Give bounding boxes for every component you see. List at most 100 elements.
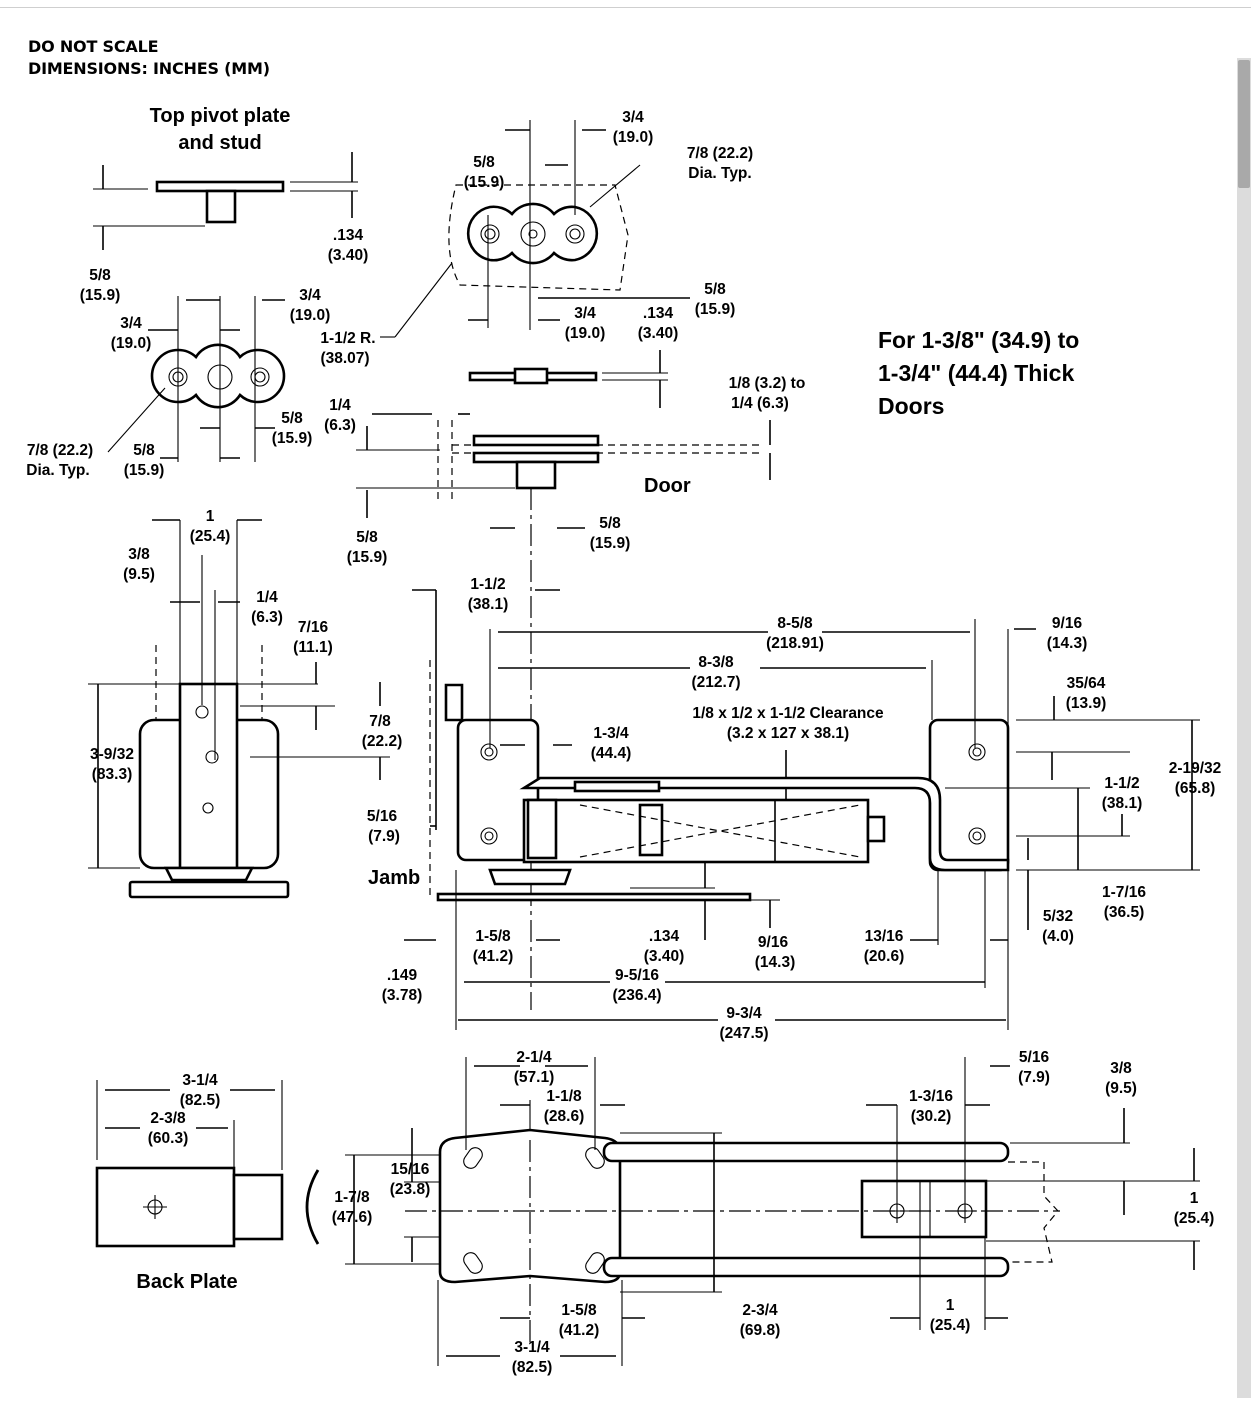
dim-label: (19.0) bbox=[290, 307, 331, 324]
dim-label: 1-3/4 bbox=[593, 725, 629, 742]
dim-label: (65.8) bbox=[1175, 780, 1216, 797]
scrollbar-track[interactable] bbox=[1237, 58, 1251, 1398]
top-rule bbox=[0, 7, 1251, 8]
dim-label: (44.4) bbox=[591, 745, 632, 762]
jamb-pivot-plate bbox=[178, 682, 239, 870]
dim-label: (3.40) bbox=[644, 948, 685, 965]
dim-label: Dia. Typ. bbox=[688, 165, 751, 182]
dim-label: 1-5/8 bbox=[475, 928, 511, 945]
dim-label: (15.9) bbox=[272, 430, 313, 447]
dim-label: Dia. Typ. bbox=[26, 462, 89, 479]
dim-label: .134 bbox=[649, 928, 680, 945]
dim-label: (15.9) bbox=[80, 287, 121, 304]
dim-label: 1-7/16 bbox=[1102, 884, 1146, 901]
dim-label: 3/4 bbox=[574, 305, 596, 322]
dim-label: 9-3/4 bbox=[726, 1005, 762, 1022]
center-pivot-side-view bbox=[468, 350, 668, 408]
dim-label: 35/64 bbox=[1067, 675, 1106, 692]
dim-label: (3.40) bbox=[638, 325, 679, 342]
dim-label: (247.5) bbox=[719, 1025, 768, 1042]
dim-label: (15.9) bbox=[590, 535, 631, 552]
dim-label: (9.5) bbox=[1105, 1080, 1137, 1097]
dim-label: (3.78) bbox=[382, 987, 423, 1004]
header-do-not-scale: DO NOT SCALE bbox=[28, 37, 159, 56]
dim-label: (25.4) bbox=[190, 528, 231, 545]
jamb-pivot-front-view bbox=[88, 519, 390, 899]
dim-label: 1-5/8 bbox=[561, 1302, 597, 1319]
dim-label: 1/4 bbox=[256, 589, 278, 606]
dim-label: 5/8 bbox=[704, 281, 726, 298]
dim-label: (82.5) bbox=[512, 1359, 553, 1376]
dim-label: (38.1) bbox=[1102, 795, 1143, 812]
title-top-pivot-1: Top pivot plate bbox=[150, 105, 291, 127]
arm-slider bbox=[638, 803, 664, 857]
door-pivot-side-view bbox=[356, 413, 771, 529]
dim-label: (60.3) bbox=[148, 1130, 189, 1147]
pivot-plate-side bbox=[155, 180, 285, 193]
dim-label: (4.0) bbox=[1042, 928, 1074, 945]
title-door: Door bbox=[644, 475, 691, 497]
dim-label: 2-1/4 bbox=[516, 1049, 552, 1066]
dim-label: 3/8 bbox=[1110, 1060, 1132, 1077]
dim-label: (15.9) bbox=[464, 174, 505, 191]
dim-label: (15.9) bbox=[695, 301, 736, 318]
dim-label: 2-3/8 bbox=[150, 1110, 186, 1127]
right-mounting-plate bbox=[928, 718, 1010, 872]
dim-label: (41.2) bbox=[559, 1322, 600, 1339]
dim-label: 5/16 bbox=[1019, 1049, 1050, 1066]
dim-label: (13.9) bbox=[1066, 695, 1107, 712]
dim-label: (30.2) bbox=[911, 1108, 952, 1125]
dim-label: 3/4 bbox=[120, 315, 142, 332]
dim-label: 5/8 bbox=[133, 442, 155, 459]
dim-label: (20.6) bbox=[864, 948, 905, 965]
dim-label: 8-5/8 bbox=[777, 615, 813, 632]
dim-label: 15/16 bbox=[391, 1161, 430, 1178]
dim-label: (19.0) bbox=[613, 129, 654, 146]
dim-label: (57.1) bbox=[514, 1069, 555, 1086]
dim-label: 5/8 bbox=[473, 154, 495, 171]
dim-label: (38.1) bbox=[468, 596, 509, 613]
note-line-1: For 1-3/8" (34.9) to bbox=[878, 327, 1079, 353]
dim-label: 1-7/8 bbox=[334, 1189, 370, 1206]
dim-label: .134 bbox=[333, 227, 364, 244]
dim-label: 8-3/8 bbox=[698, 654, 734, 671]
dim-label: (3.2 x 127 x 38.1) bbox=[727, 725, 849, 742]
door-pivot-stud bbox=[515, 460, 557, 490]
dim-label: (9.5) bbox=[123, 566, 155, 583]
dim-label: (83.3) bbox=[92, 766, 133, 783]
dim-label: (38.07) bbox=[320, 350, 369, 367]
dim-label: (36.5) bbox=[1104, 904, 1145, 921]
dim-label: (14.3) bbox=[755, 954, 796, 971]
dim-label: 7/8 (22.2) bbox=[687, 145, 753, 162]
dim-label: (19.0) bbox=[111, 335, 152, 352]
dim-label: (212.7) bbox=[691, 674, 740, 691]
dim-label: (69.8) bbox=[740, 1322, 781, 1339]
dim-label: 1-1/2 R. bbox=[320, 330, 375, 347]
arm-channel bbox=[522, 798, 870, 864]
jamb-pivot-base bbox=[128, 880, 290, 899]
dim-label: 1-3/16 bbox=[909, 1088, 953, 1105]
dim-label: 1/8 (3.2) to bbox=[729, 375, 806, 392]
dim-label: (23.8) bbox=[390, 1181, 431, 1198]
dim-label: (15.9) bbox=[124, 462, 165, 479]
dim-label: (41.2) bbox=[473, 948, 514, 965]
dim-label: 3-1/4 bbox=[182, 1072, 218, 1089]
dim-label: 1/4 (6.3) bbox=[731, 395, 789, 412]
scrollbar-thumb[interactable] bbox=[1238, 60, 1250, 188]
dim-label: (25.4) bbox=[930, 1317, 971, 1334]
dim-label: (236.4) bbox=[612, 987, 661, 1004]
dim-label: (7.9) bbox=[1018, 1069, 1050, 1086]
top-pivot-plan-view bbox=[107, 296, 286, 462]
door-pivot-lower-plate bbox=[472, 451, 600, 464]
dim-label: .149 bbox=[387, 967, 418, 984]
dim-label: 1/4 bbox=[329, 397, 351, 414]
header-dimension-units: DIMENSIONS: INCHES (MM) bbox=[28, 59, 270, 78]
title-jamb: Jamb bbox=[368, 867, 420, 889]
dim-label: (82.5) bbox=[180, 1092, 221, 1109]
door-thickness-note: For 1-3/8" (34.9) to 1-3/4" (44.4) Thick… bbox=[878, 327, 1079, 419]
dim-label: 1-1/2 bbox=[1104, 775, 1139, 792]
title-top-pivot-2: and stud bbox=[178, 132, 261, 154]
pivot-plate-plan bbox=[150, 343, 286, 409]
dim-label: .134 bbox=[643, 305, 674, 322]
